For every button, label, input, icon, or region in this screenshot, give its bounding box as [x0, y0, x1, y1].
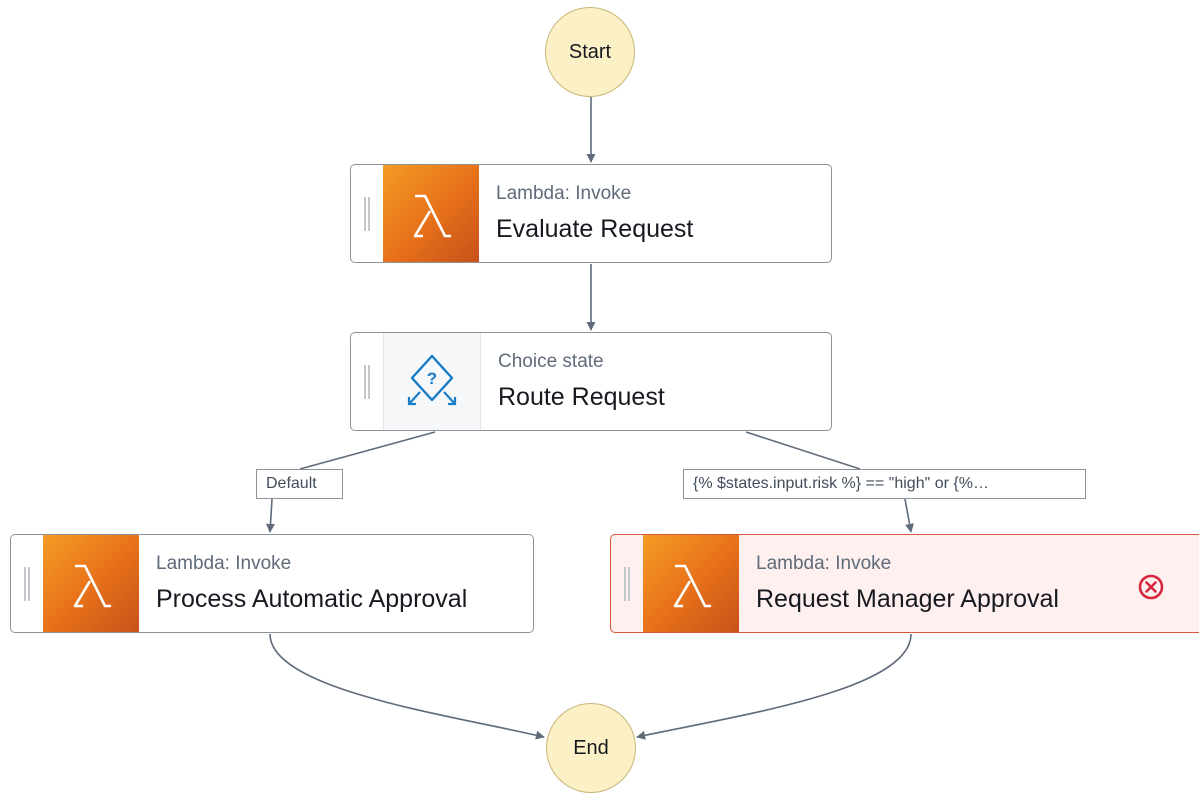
- state-type-label: Choice state: [498, 351, 604, 372]
- state-type-label: Lambda: Invoke: [496, 183, 632, 204]
- lambda-icon: [43, 535, 139, 632]
- edge-route-to-manager[interactable]: [745, 431, 911, 532]
- state-name: Process Automatic Approval: [156, 585, 468, 613]
- state-evaluate-request[interactable]: Lambda: Invoke Evaluate Request: [350, 164, 832, 263]
- end-node[interactable]: End: [546, 703, 636, 793]
- lambda-icon: [643, 535, 739, 632]
- edge-auto-to-end[interactable]: [269, 633, 545, 740]
- choice-icon: ?: [383, 333, 481, 430]
- start-label: Start: [568, 40, 612, 63]
- drag-handle[interactable]: [11, 535, 43, 632]
- drag-handle[interactable]: [351, 165, 383, 262]
- state-type-label: Lambda: Invoke: [756, 553, 892, 574]
- edge-label-default[interactable]: Default: [256, 469, 343, 499]
- edge-label-text: Default: [266, 475, 317, 492]
- state-name: Evaluate Request: [496, 215, 694, 243]
- end-label: End: [573, 736, 609, 759]
- edge-route-to-auto[interactable]: [270, 431, 436, 532]
- state-type-label: Lambda: Invoke: [156, 553, 292, 574]
- state-request-manager-approval[interactable]: Lambda: Invoke Request Manager Approval: [610, 534, 1199, 633]
- drag-handle[interactable]: [611, 535, 643, 632]
- error-icon[interactable]: [1137, 573, 1165, 601]
- state-process-automatic-approval[interactable]: Lambda: Invoke Process Automatic Approva…: [10, 534, 534, 633]
- drag-handle[interactable]: [351, 333, 383, 430]
- edge-manager-to-end[interactable]: [636, 633, 912, 740]
- start-node[interactable]: Start: [545, 7, 635, 97]
- edge-label-condition[interactable]: {% $states.input.risk %} == "high" or {%…: [683, 469, 1086, 499]
- state-route-request[interactable]: ? Choice state Route Request: [350, 332, 832, 431]
- svg-text:?: ?: [427, 369, 437, 388]
- lambda-icon: [383, 165, 479, 262]
- state-name: Request Manager Approval: [756, 585, 1059, 613]
- edge-label-text: {% $states.input.risk %} == "high" or {%…: [693, 475, 989, 492]
- state-name: Route Request: [498, 383, 665, 411]
